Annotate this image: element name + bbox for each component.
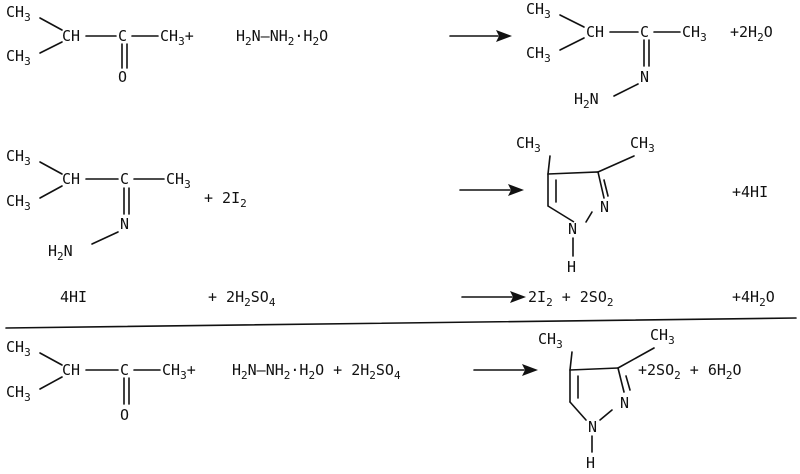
methyl-label: CH3+ [160, 27, 194, 48]
reaction-1: CH3 CH3 CH C O CH3+ H2N–NH2·H2O CH3 CH3 … [6, 0, 773, 111]
hydrazone-reactant-2: CH3 CH3 CH C N H2N CH3 [6, 147, 191, 263]
methyl-label: CH3 [682, 23, 707, 44]
amino-label: H2N [48, 242, 73, 263]
amino-label: H2N [574, 90, 599, 111]
iodine-sulfur-dioxide-label: 2I2 + 2SO2 [528, 288, 614, 309]
hydroiodic-acid-label: 4HI [60, 288, 87, 306]
methine-label: CH [62, 361, 80, 379]
sulfuric-acid-label: + 2H2SO4 [208, 288, 276, 309]
imine-carbon-label: C [640, 23, 649, 41]
reagents-label: H2N–NH2·H2O + 2H2SO4 [232, 361, 401, 382]
nitrogen-label: N [568, 220, 577, 238]
methyl-label: CH3 [630, 134, 655, 155]
bond [559, 14, 585, 28]
hydroiodic-acid-label: +4HI [732, 183, 768, 201]
methyl-label: CH3 [6, 147, 31, 168]
bond [569, 401, 587, 421]
byproducts-label: +2SO2 + 6H2O [638, 361, 742, 382]
oxygen-label: O [120, 406, 129, 424]
carbonyl-carbon-label: C [118, 27, 127, 45]
bond [617, 367, 625, 393]
hydrazine-hydrate-label: H2N–NH2·H2O [236, 27, 328, 48]
double-bond [625, 375, 631, 391]
bond [39, 41, 63, 54]
methyl-label: CH3+ [162, 361, 196, 382]
methyl-label: CH3 [650, 326, 675, 347]
ketone-reactant-1: CH3 CH3 CH C O CH3+ [6, 3, 194, 86]
bond [559, 37, 585, 51]
hydrogen-label: H [586, 454, 595, 472]
bond [39, 352, 63, 366]
reaction-arrow [461, 291, 526, 303]
nitrogen-label: N [640, 68, 649, 86]
double-bond [603, 179, 609, 197]
bond [569, 351, 573, 371]
bond [39, 376, 63, 390]
bond [39, 17, 63, 31]
bond [569, 367, 619, 371]
methyl-label: CH3 [166, 170, 191, 191]
bond [597, 155, 635, 173]
bond [613, 83, 639, 97]
carbonyl-carbon-label: C [120, 361, 129, 379]
methyl-label: CH3 [538, 330, 563, 351]
nitrogen-label: N [588, 418, 597, 436]
reaction-arrow [473, 364, 538, 376]
bond [39, 161, 63, 175]
water-byproduct-label: +4H2O [732, 288, 775, 309]
oxygen-label: O [118, 68, 127, 86]
methyl-label: CH3 [6, 338, 31, 359]
hydrogen-label: H [567, 258, 576, 276]
bond [599, 409, 613, 421]
bond [547, 155, 551, 175]
reaction-2: CH3 CH3 CH C N H2N CH3 + 2I2 CH3 CH3 [6, 134, 768, 276]
hydrazone-product-1: CH3 CH3 CH C N H2N CH3 [526, 0, 707, 111]
methyl-label: CH3 [526, 0, 551, 21]
imine-carbon-label: C [120, 170, 129, 188]
methyl-label: CH3 [6, 192, 31, 213]
methyl-label: CH3 [6, 47, 31, 68]
methyl-label: CH3 [516, 134, 541, 155]
pyrazole-product-2: CH3 CH3 N N H [516, 134, 655, 276]
methine-label: CH [62, 170, 80, 188]
pyrazole-product-overall: CH3 CH3 N N H [538, 326, 675, 472]
reaction-overall: CH3 CH3 CH C O CH3+ H2N–NH2·H2O + 2H2SO4… [6, 326, 742, 472]
nitrogen-label: N [120, 215, 129, 233]
bond [617, 347, 655, 369]
water-byproduct-label: +2H2O [730, 23, 773, 44]
nitrogen-label: N [620, 394, 629, 412]
bond [91, 231, 119, 245]
ketone-reactant-overall: CH3 CH3 CH C O CH3+ [6, 338, 196, 424]
methine-label: CH [62, 27, 80, 45]
methyl-label: CH3 [526, 44, 551, 65]
bond [39, 185, 63, 199]
iodine-reagent-label: + 2I2 [204, 189, 247, 210]
reaction-arrow [449, 30, 512, 42]
reaction-3: 4HI + 2H2SO4 2I2 + 2SO2 +4H2O [60, 288, 775, 309]
methine-label: CH [586, 23, 604, 41]
methyl-label: CH3 [6, 3, 31, 24]
nitrogen-label: N [600, 198, 609, 216]
methyl-label: CH3 [6, 383, 31, 404]
reaction-arrow [459, 184, 524, 196]
overall-divider [5, 317, 797, 329]
